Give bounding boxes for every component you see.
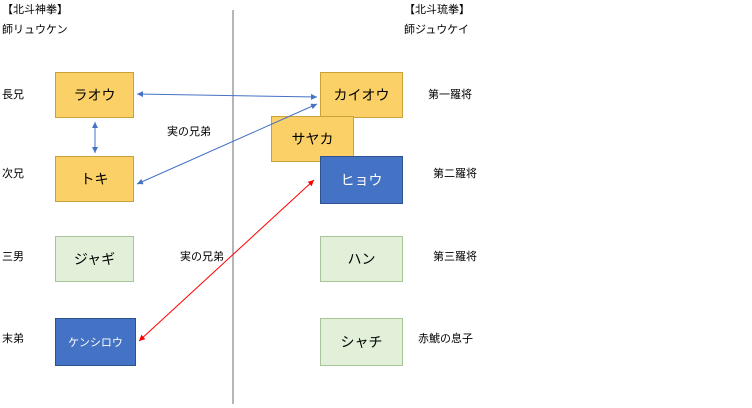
rank-label-second: 次兄 bbox=[2, 167, 24, 180]
rank-label-first-rasho: 第一羅将 bbox=[428, 88, 472, 101]
arrow-raoh-kaioh bbox=[136, 91, 318, 100]
member-box-kenshiro: ケンシロウ bbox=[55, 318, 136, 366]
member-box-han: ハン bbox=[320, 236, 403, 282]
rank-label-akashachi-son: 赤鯱の息子 bbox=[418, 332, 473, 345]
member-box-raoh: ラオウ bbox=[55, 72, 134, 118]
rank-label-second-rasho: 第二羅将 bbox=[433, 167, 477, 180]
member-box-toki: トキ bbox=[55, 156, 134, 202]
rank-label-third: 三男 bbox=[2, 250, 24, 263]
member-box-kaioh: カイオウ bbox=[320, 72, 403, 118]
arrow-kenshiro-hyoh bbox=[138, 179, 315, 342]
left-school-title: 【北斗神拳】 bbox=[2, 3, 68, 16]
right-school-master: 師ジュウケイ bbox=[404, 23, 470, 36]
right-school-title: 【北斗琉拳】 bbox=[404, 3, 470, 16]
rank-label-third-rasho: 第三羅将 bbox=[433, 250, 477, 263]
member-box-jagi: ジャギ bbox=[55, 236, 134, 282]
arrow-toki-kaioh bbox=[136, 103, 318, 185]
left-school-master: 師リュウケン bbox=[2, 23, 68, 36]
rank-label-youngest: 末弟 bbox=[2, 332, 24, 345]
member-box-shachi: シャチ bbox=[320, 318, 403, 366]
member-box-hyoh: ヒョウ bbox=[320, 156, 403, 204]
rank-label-eldest: 長兄 bbox=[2, 88, 24, 101]
